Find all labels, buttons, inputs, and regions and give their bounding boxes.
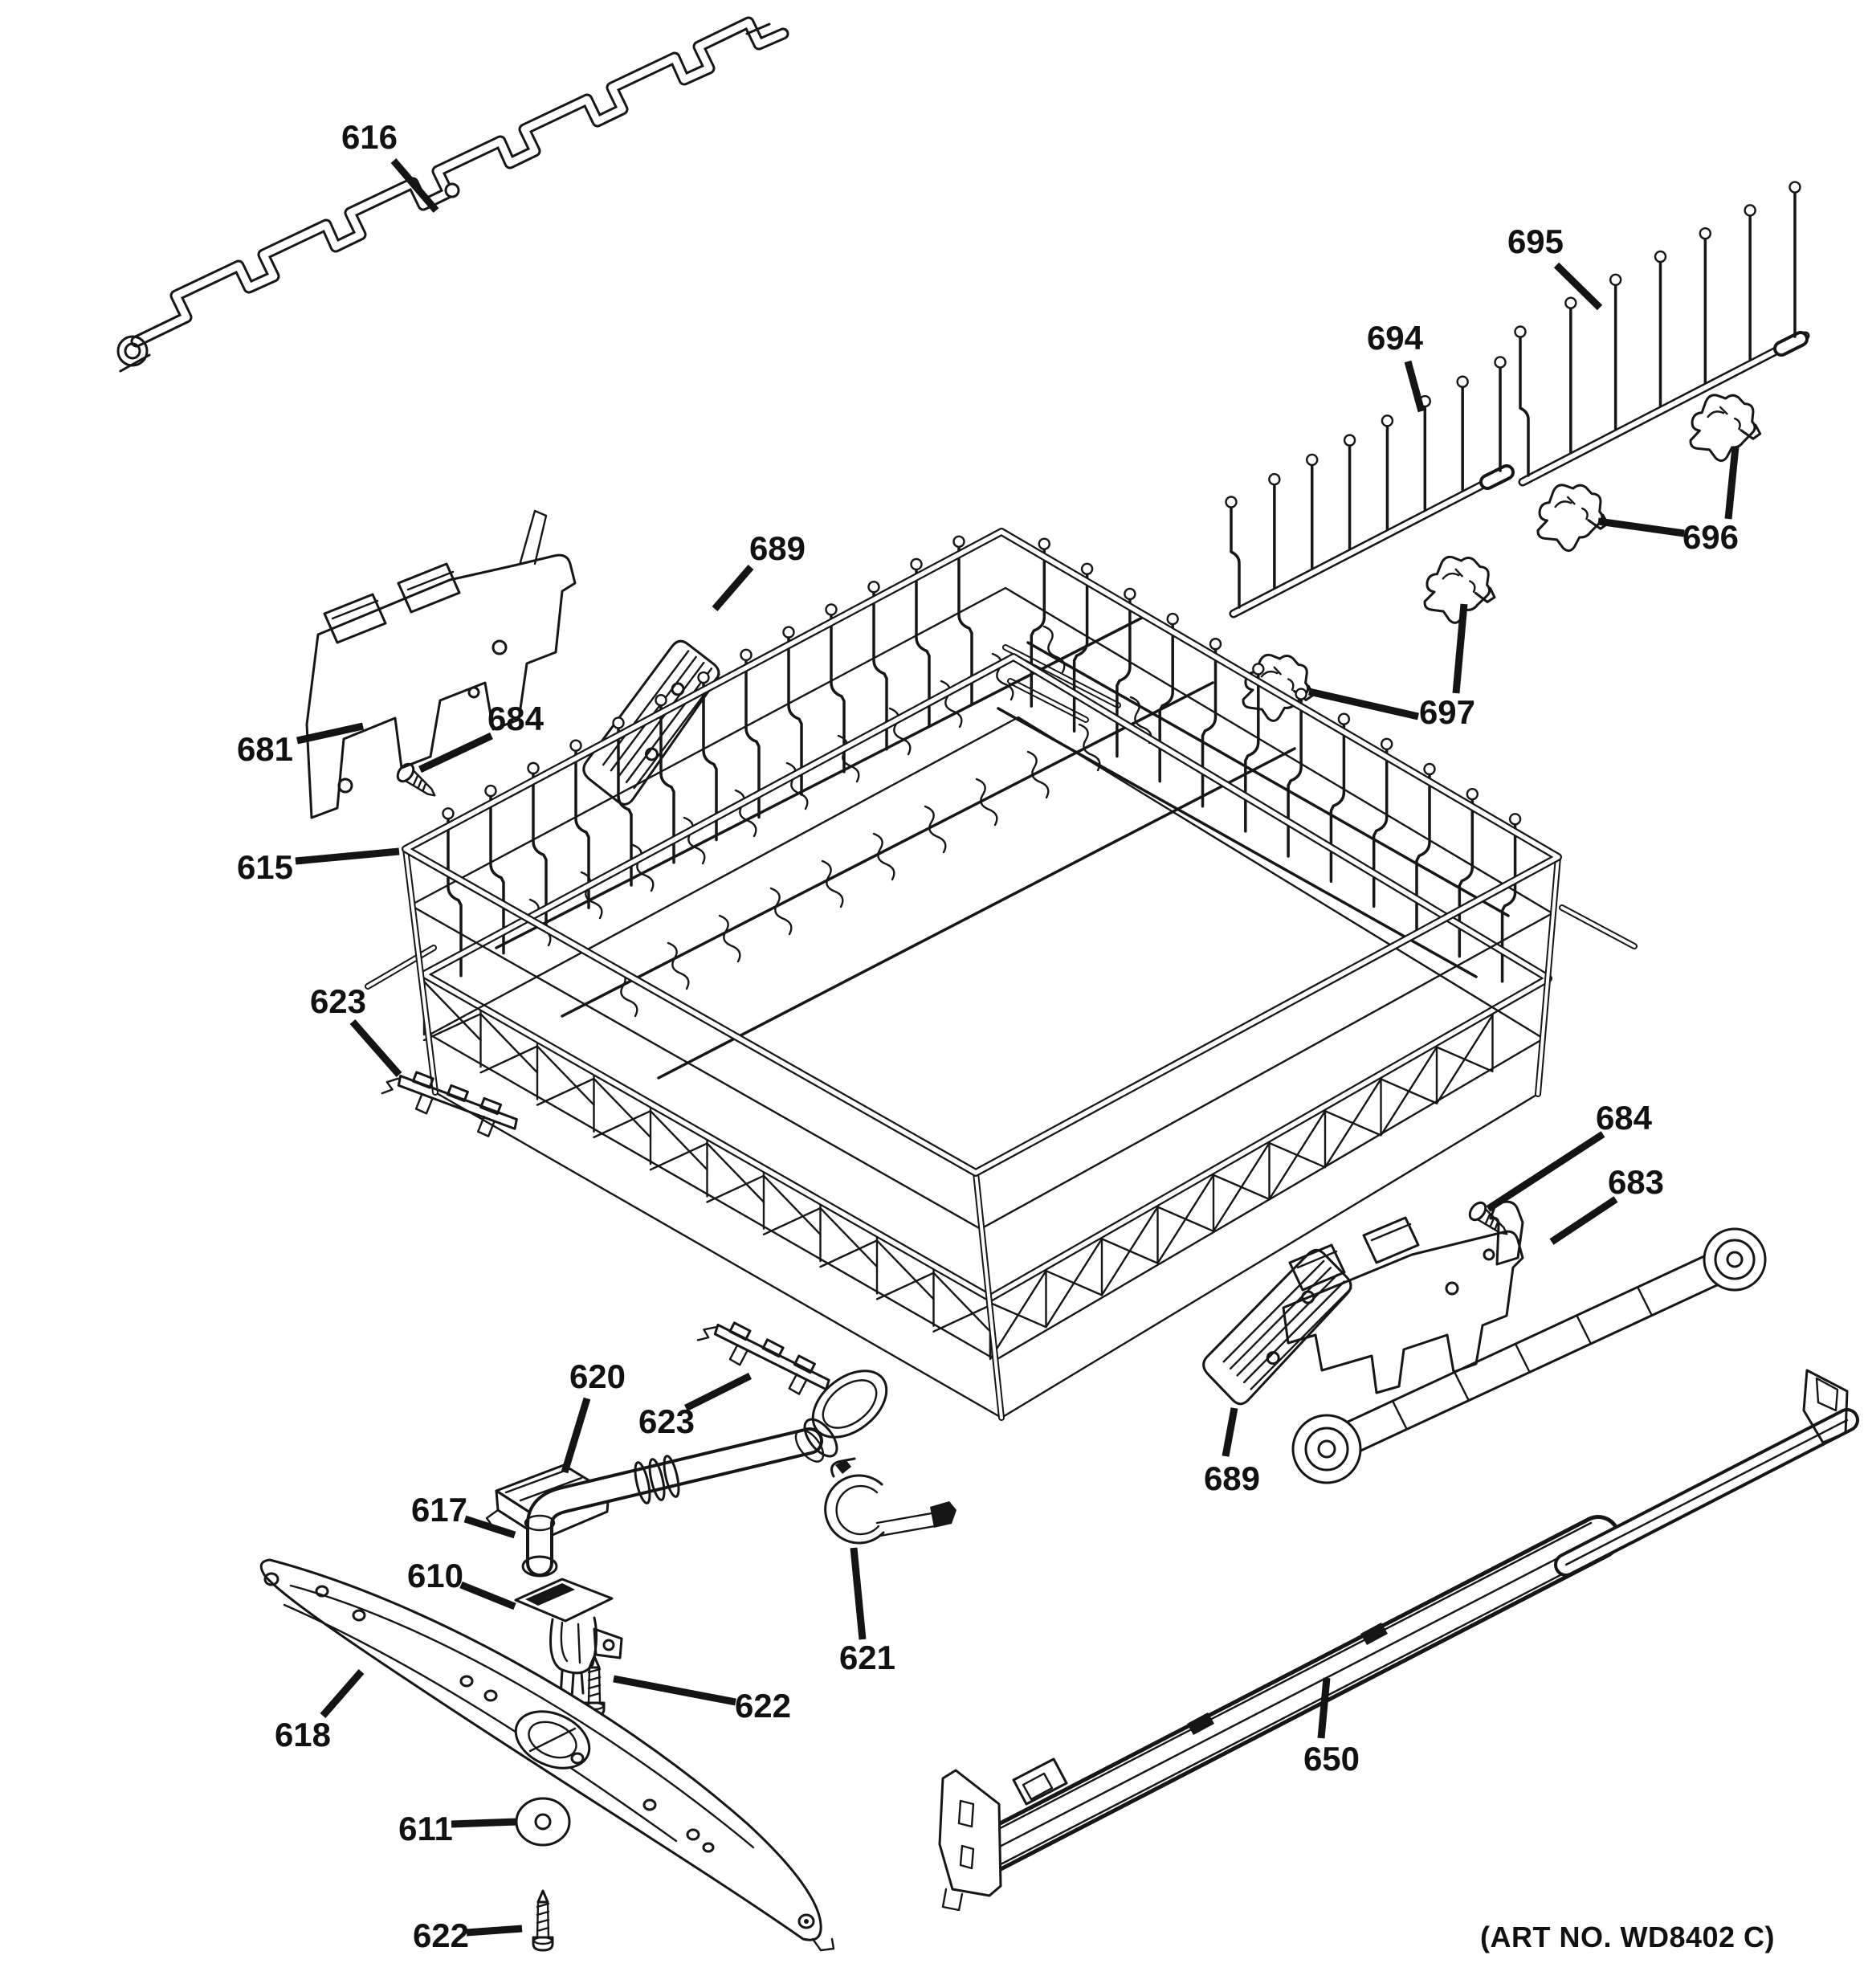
callout-610-leader xyxy=(459,1581,516,1610)
part-689-cover-top xyxy=(567,634,738,811)
art-number: (ART NO. WD8402 C) xyxy=(1480,1921,1775,1953)
callout-650-leader xyxy=(1317,1677,1331,1739)
part-611-washer xyxy=(515,1797,571,1847)
callout-617-label-15: 617 xyxy=(411,1491,467,1529)
part-621-clamp xyxy=(824,1457,956,1545)
callout-623-leader xyxy=(683,1372,753,1412)
callout-695-leader xyxy=(1553,262,1603,311)
part-697-clip-right xyxy=(1414,548,1499,630)
callout-694-label-2: 694 xyxy=(1367,319,1424,357)
callout-621-label-17: 621 xyxy=(839,1639,895,1676)
callout-620-label-10: 620 xyxy=(569,1357,626,1395)
part-615-upper-rack xyxy=(368,532,1634,1418)
callout-696-leader xyxy=(1724,446,1740,520)
part-618-spray-arm xyxy=(259,1558,835,1952)
part-681-bracket xyxy=(305,509,577,819)
callout-689-leader xyxy=(1222,1407,1238,1457)
callout-694-leader xyxy=(1404,360,1426,413)
part-689-cover-bottom xyxy=(1189,1243,1368,1410)
callout-616-label-0: 616 xyxy=(341,118,398,156)
part-694-tine-row xyxy=(1234,464,1515,614)
callout-696-leader xyxy=(1597,517,1685,537)
part-622-screw-lower xyxy=(532,1889,554,1952)
part-684-screw-left xyxy=(393,760,443,805)
callout-621-leader xyxy=(850,1547,867,1640)
part-695-tine-row xyxy=(1523,331,1805,482)
callout-697-leader xyxy=(1307,688,1420,720)
callout-616-leader xyxy=(390,158,439,213)
callout-623-label-11: 623 xyxy=(638,1402,695,1440)
callout-684-label-13: 684 xyxy=(1596,1099,1653,1137)
callout-611-leader xyxy=(451,1818,518,1828)
callout-617-leader xyxy=(463,1515,516,1539)
callout-689-label-5: 689 xyxy=(749,529,806,567)
callout-683-leader xyxy=(1549,1196,1618,1245)
part-683-roller-bracket xyxy=(1282,1200,1767,1484)
callout-622-label-22: 622 xyxy=(413,1917,469,1954)
part-623-rail-bottom xyxy=(691,1311,838,1404)
tine-wires xyxy=(1225,181,1801,609)
part-617-conduit xyxy=(521,1370,888,1578)
callout-622-leader xyxy=(613,1675,736,1706)
callout-610-label-16: 610 xyxy=(407,1557,463,1594)
part-610-dock xyxy=(514,1578,623,1700)
part-616-serpentine-rail xyxy=(116,22,783,373)
callout-615-label-8: 615 xyxy=(237,848,293,886)
callout-615-leader xyxy=(295,847,400,865)
callout-697-leader xyxy=(1452,603,1468,694)
callout-618-label-19: 618 xyxy=(275,1716,331,1753)
callout-689-label-12: 689 xyxy=(1204,1459,1260,1497)
callout-623-label-9: 623 xyxy=(310,982,366,1020)
callout-650-label-21: 650 xyxy=(1303,1740,1360,1778)
callout-681-leader xyxy=(296,722,364,745)
callout-683-label-14: 683 xyxy=(1608,1163,1664,1201)
callout-697-label-4: 697 xyxy=(1419,693,1475,731)
callout-696-label-3: 696 xyxy=(1682,518,1739,556)
callout-620-leader xyxy=(561,1397,591,1474)
callout-622-leader xyxy=(466,1925,523,1937)
part-650-slide-rail xyxy=(938,1369,1847,1912)
callout-684-leader xyxy=(418,732,493,774)
callout-618-leader xyxy=(320,1669,365,1718)
diagram-artwork xyxy=(116,22,1847,1952)
callout-695-label-1: 695 xyxy=(1507,222,1564,260)
callout-681-label-6: 681 xyxy=(237,730,293,768)
callout-layer: 616 695 694 696 697 689 681 684 615 623 620 623 689 6… xyxy=(237,118,1740,1954)
callout-684-label-7: 684 xyxy=(487,700,545,737)
callout-622-label-18: 622 xyxy=(735,1687,791,1725)
callout-623-leader xyxy=(349,1019,402,1077)
callout-684-leader xyxy=(1486,1131,1605,1212)
part-696-clip-left xyxy=(1527,475,1613,558)
callout-611-label-20: 611 xyxy=(398,1810,453,1847)
part-697-clip-left xyxy=(1233,646,1318,728)
callout-689-leader xyxy=(712,565,754,611)
